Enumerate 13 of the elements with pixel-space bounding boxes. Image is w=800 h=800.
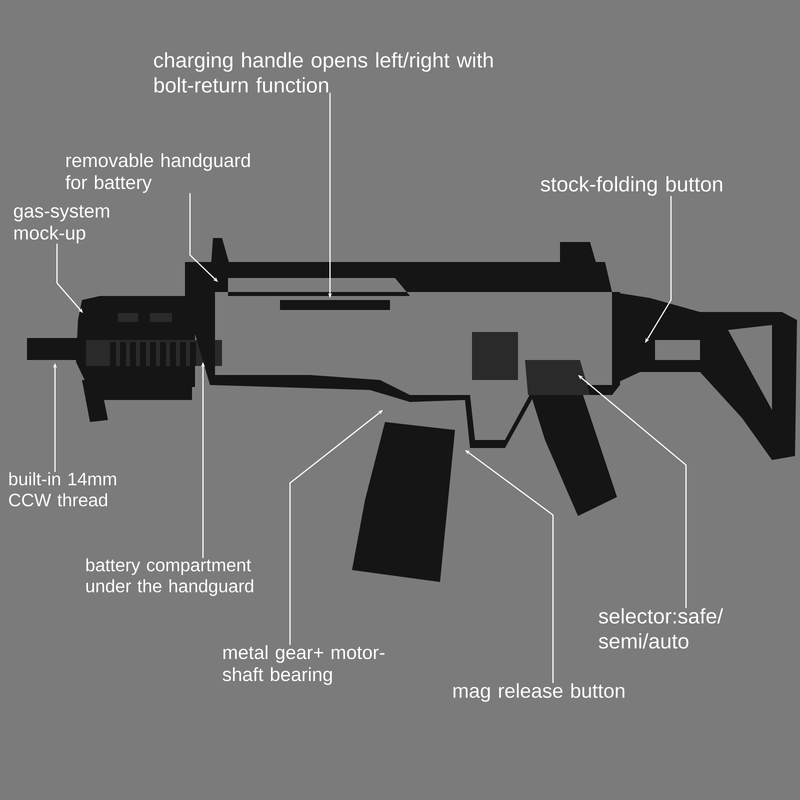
callout-label: built-in 14mm CCW thread	[9, 472, 116, 506]
callout-label: charging handle opens left/right with bolt-return function	[154, 52, 493, 93]
leader-line	[578, 375, 687, 608]
callout-label: metal gear+ motor-shaft bearing	[222, 645, 384, 685]
leader-line	[289, 410, 383, 645]
leader-line	[56, 244, 83, 313]
callout-label: gas-system mock-up	[14, 205, 110, 244]
callout-label: stock-folding button	[540, 176, 722, 196]
leader-line	[189, 193, 218, 282]
callout-label: removable handguard for battery	[65, 153, 250, 193]
callout-label: battery compartment under the handguard	[86, 558, 254, 596]
callout-label: mag release button	[454, 683, 624, 702]
callout-label: selector:safe/ semi/auto	[598, 608, 724, 649]
